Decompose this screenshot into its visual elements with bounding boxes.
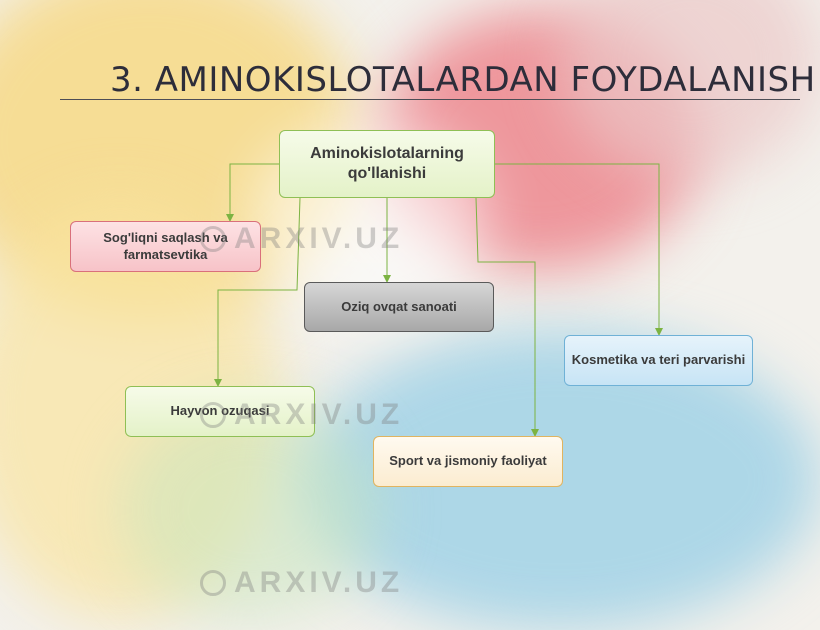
node-animal-feed: Hayvon ozuqasi	[125, 386, 315, 437]
node-cosmetics: Kosmetika va teri parvarishi	[564, 335, 753, 386]
watermark-logo-icon	[200, 570, 226, 596]
edge-root-cosmetics	[495, 163, 663, 336]
node-sport: Sport va jismoniy faoliyat	[373, 436, 563, 487]
watermark-logo-icon	[200, 226, 226, 252]
slide-title: 3. AMINOKISLOTALARDAN FOYDALANISH	[110, 60, 816, 100]
watermark: ARXIV.UZ	[200, 566, 403, 600]
node-health-pharma: Sog'liqni saqlash va farmatsevtika	[70, 221, 261, 272]
edge-root-animal	[214, 197, 301, 387]
connector-lines	[214, 163, 663, 437]
root-node: Aminokislotalarning qo'llanishi	[279, 130, 495, 198]
watermark: ARXIV.UZ	[200, 398, 403, 432]
watermark: ARXIV.UZ	[200, 222, 403, 256]
edge-root-health	[226, 163, 279, 222]
title-underline	[60, 99, 800, 100]
node-food-industry: Oziq ovqat sanoati	[304, 282, 494, 332]
edge-root-sport	[475, 197, 539, 437]
watermark-logo-icon	[200, 402, 226, 428]
